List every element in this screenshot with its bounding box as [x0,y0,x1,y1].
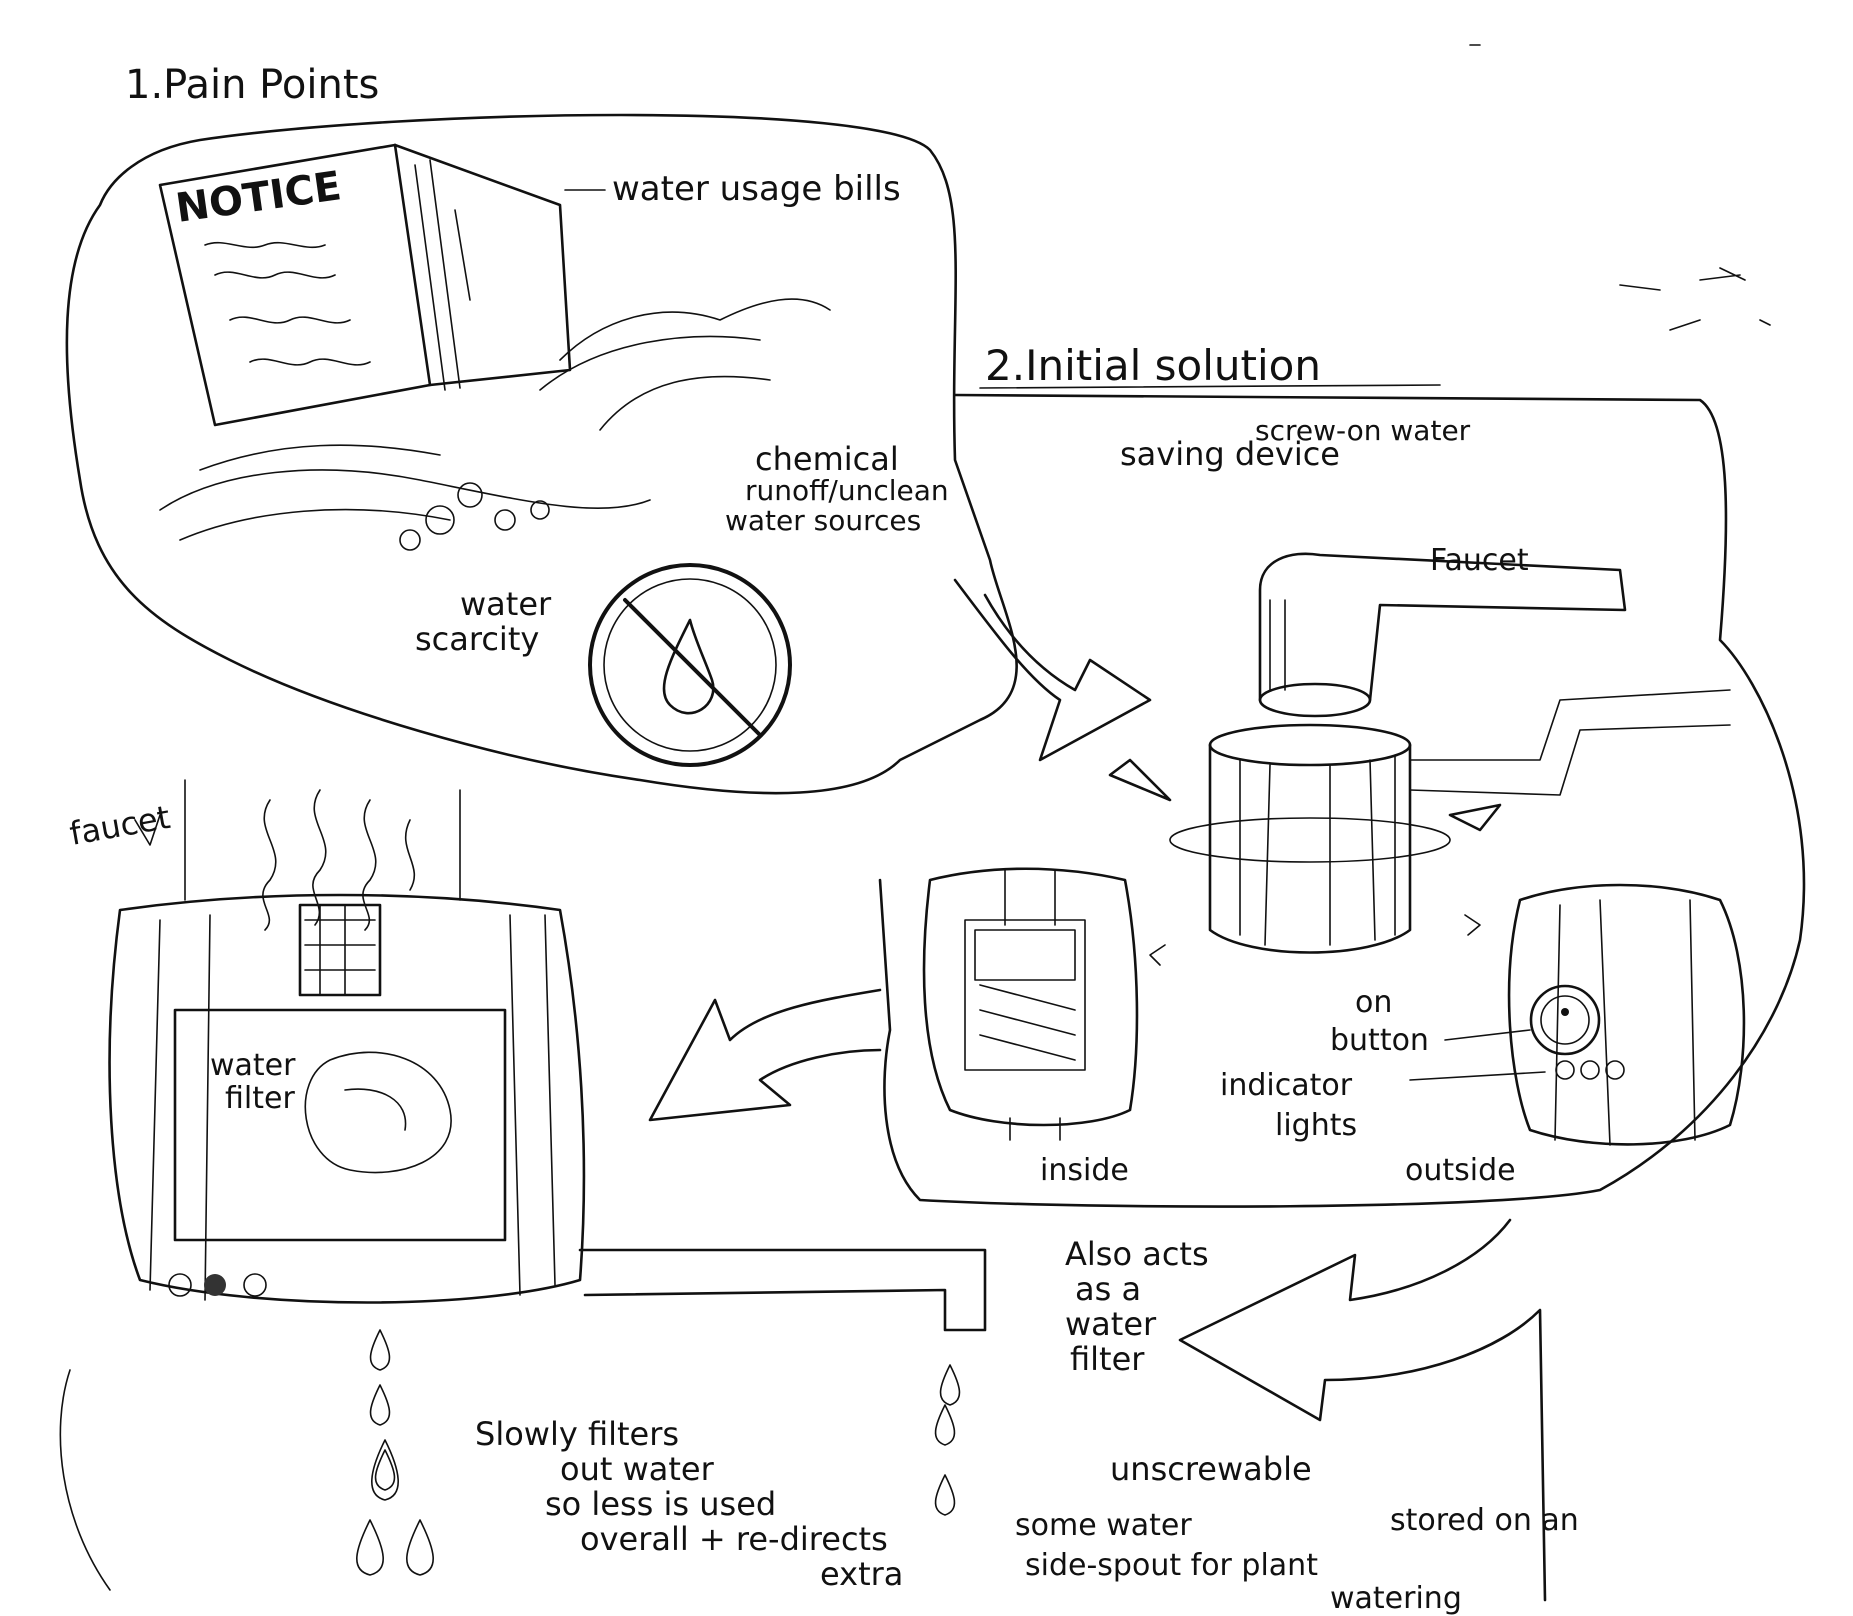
on-button-pointer [1445,1030,1530,1040]
notice-document: NOTICE [160,145,570,425]
outside-label: outside [1405,1153,1516,1188]
also-acts-line3: water [1065,1305,1157,1343]
outside-pointer [1465,915,1480,935]
inside-label: inside [1040,1153,1129,1188]
faucet-label-solution: Faucet [1430,543,1529,578]
side-spout-drawing [580,1250,985,1330]
screw-on-device [1110,690,1730,953]
faucet-drawing [1260,554,1625,716]
water-scarcity-line2: scarcity [415,620,539,658]
indicator-line2: lights [1275,1108,1357,1143]
notice-heading: NOTICE [173,163,344,232]
chemical-label-line2: runoff/unclean [745,474,949,507]
steam-drawing [263,790,414,930]
also-acts-line2: as a [1075,1270,1141,1308]
on-button-line1: on [1355,985,1392,1020]
on-button-line2: button [1330,1023,1429,1058]
spout-line1: some water [1015,1508,1192,1543]
water-scarcity-line1: water [460,585,552,623]
device-title-line2: saving device [1120,435,1340,473]
chemical-label-line3: water sources [725,504,921,537]
unscrewable-label: unscrewable [1110,1450,1312,1488]
arrow-to-filter-view [650,990,880,1120]
also-acts-line1: Also acts [1065,1235,1209,1273]
decorative-marks [1470,45,1770,330]
also-acts-line4: filter [1070,1340,1145,1378]
slowly-line4: overall + re-directs [580,1520,888,1558]
slowly-line3: so less is used [545,1485,776,1523]
chemical-label-line1: chemical [755,440,899,478]
spout-line4: watering [1330,1581,1462,1616]
slowly-line2: out water [560,1450,715,1488]
inside-view-drawing [924,869,1137,1140]
no-water-icon [590,565,790,765]
arrow-alt-function [1180,1220,1545,1600]
left-sweep-line [60,1370,110,1590]
slowly-line1: Slowly filters [475,1415,679,1453]
arrow-to-solution [955,580,1150,760]
water-filter-line2: filter [225,1081,295,1116]
spout-line2: stored on an [1390,1503,1579,1538]
indicator-line1: indicator [1220,1068,1353,1103]
inside-pointer [1150,945,1165,965]
initial-solution-title: 2.Initial solution [985,341,1321,390]
slowly-line5: extra [820,1555,903,1593]
indicator-pointer [1410,1072,1545,1080]
water-filter-line1: water [210,1048,296,1083]
water-usage-bills-label: water usage bills [612,169,901,209]
spout-line3: side-spout for plant [1025,1548,1318,1583]
pain-points-title: 1.Pain Points [125,62,379,108]
filter-housing-drawing [110,895,584,1303]
